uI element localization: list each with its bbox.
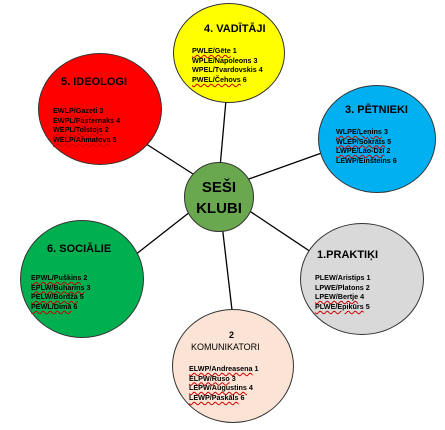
club-ideologi-items: EWLP/Gazeti 3 EWPL/Pasternaks 4 WEPL/Tol… xyxy=(53,106,120,144)
club-ideologi-title: 5. IDEOLOGI xyxy=(61,76,128,88)
list-item: WEPL/Tolstojs 2 xyxy=(53,125,109,135)
list-item: EWLP/Gazeti 3 xyxy=(53,106,104,115)
club-vaditaji-items: PWLE/Gēte 1 WPLE/Napoleons 3 WPEL/Tvardo… xyxy=(192,46,263,84)
center-label-line2: KLUBI xyxy=(196,200,242,217)
list-item: LPWE/Platons 2 xyxy=(315,282,370,292)
list-item: PLEW/Aristips 1 xyxy=(315,273,371,282)
club-sociale-items: EPWL/Puškins 2 EPLW/Buharins 3 PELW/Bord… xyxy=(31,273,91,311)
list-item: PWEL/Čehovs 6 xyxy=(192,74,247,84)
club-komunikatori-title-number: 2 xyxy=(229,330,235,340)
club-praktiki-title: 1.PRAKTIĶI xyxy=(317,249,379,261)
club-sociale: 6. SOCIĀLIE EPWL/Puškins 2 EPLW/Buharins… xyxy=(20,220,144,338)
club-petnieki-items: WLPE/Ļeņins 3 WLEP/Sokrāts 5 LWPE/Lao-Dz… xyxy=(336,127,397,165)
list-item: PLWE/Epikūrs 5 xyxy=(315,301,370,311)
list-item: WLEP/Sokrāts 5 xyxy=(336,136,392,146)
list-item: LPEW/Bertje 4 xyxy=(315,292,365,302)
club-vaditaji: 4. VADĪTĀJI PWLE/Gēte 1 WPLE/Napoleons 3… xyxy=(173,3,285,103)
list-item: LEPW/Augustins 4 xyxy=(189,383,253,393)
list-item: WPEL/Tvardovskis 4 xyxy=(192,65,263,75)
club-petnieki-title: 3. PĒTNIEKI xyxy=(345,104,408,116)
club-sociale-title: 6. SOCIĀLIE xyxy=(47,243,112,255)
list-item: PELW/Bordža 5 xyxy=(31,292,84,302)
club-praktiki-items: PLEW/Aristips 1 LPWE/Platons 2 LPEW/Bert… xyxy=(315,273,371,311)
club-komunikatori: 2 KOMUNIKATORI ELWP/Andreasena 1 ELPW/Ru… xyxy=(172,309,294,423)
center-node: SEŠI KLUBI xyxy=(184,162,254,232)
list-item: LWPE/Lao-Dzī 2 xyxy=(336,146,391,156)
club-komunikatori-items: ELWP/Andreasena 1 ELPW/Ruso 3 LEPW/Augus… xyxy=(189,364,259,402)
list-item: EWPL/Pasternaks 4 xyxy=(53,115,121,125)
list-item: ELPW/Ruso 3 xyxy=(189,373,236,383)
list-item: PEWL/Dimā 6 xyxy=(31,301,78,311)
list-item: WELP/Ahmatova 5 xyxy=(53,134,117,144)
club-ideologi: 5. IDEOLOGI EWLP/Gazeti 3 EWPL/Pasternak… xyxy=(38,53,162,165)
list-item: LEWP/Einšteins 6 xyxy=(336,155,397,165)
list-item: WPLE/Napoleons 3 xyxy=(192,55,258,65)
club-vaditaji-title: 4. VADĪTĀJI xyxy=(204,23,266,35)
center-label-line1: SEŠI xyxy=(201,179,237,196)
club-praktiki: 1.PRAKTIĶI PLEW/Aristips 1 LPWE/Platons … xyxy=(300,223,424,335)
list-item: EPWL/Puškins 2 xyxy=(31,273,88,282)
club-komunikatori-title: KOMUNIKATORI xyxy=(191,342,260,352)
list-item: WLPE/Ļeņins 3 xyxy=(336,127,388,136)
club-petnieki: 3. PĒTNIEKI WLPE/Ļeņins 3 WLEP/Sokrāts 5… xyxy=(318,85,436,193)
list-item: ELWP/Andreasena 1 xyxy=(189,364,259,373)
list-item: PWLE/Gēte 1 xyxy=(192,46,237,55)
list-item: EPLW/Buharins 3 xyxy=(31,282,91,292)
list-item: LEWP/Paskāls 6 xyxy=(189,392,245,402)
